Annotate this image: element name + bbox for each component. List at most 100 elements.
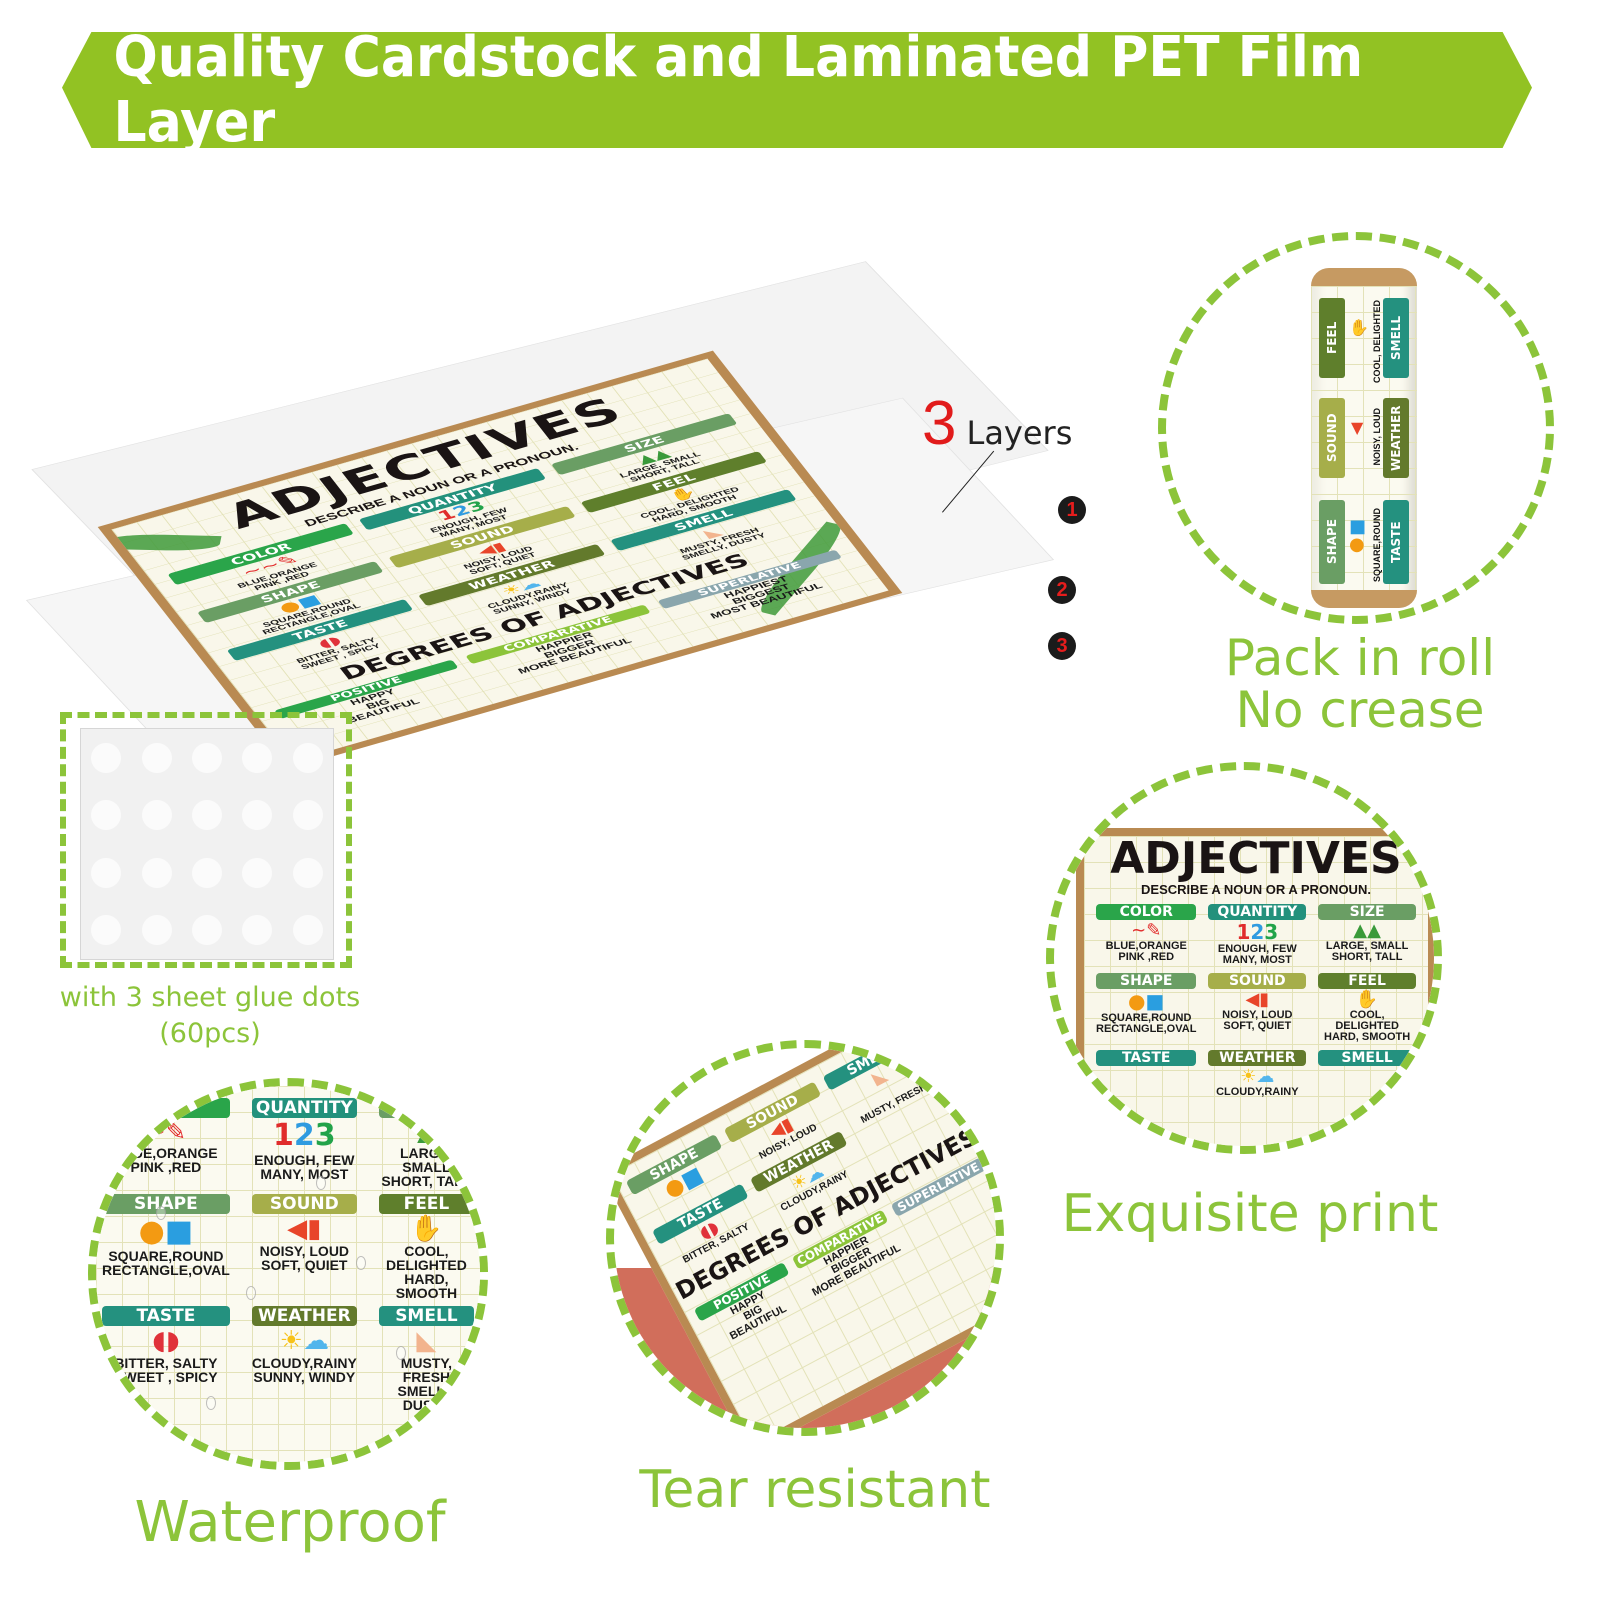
glue-dot bbox=[191, 742, 222, 773]
water-drop-icon bbox=[316, 1176, 326, 1190]
glue-dot bbox=[141, 857, 172, 888]
roll-feature-circle: FEEL SOUND SHAPE SMELL WEATHER TASTE COO… bbox=[1158, 232, 1554, 624]
trees-icon: ▲ bbox=[417, 1118, 436, 1146]
print-poster: ADJECTIVES DESCRIBE A NOUN OR A PRONOUN.… bbox=[1076, 828, 1434, 1146]
roll-tag-weather: WEATHER bbox=[1383, 398, 1409, 478]
water-drop-icon bbox=[206, 1396, 216, 1410]
megaphone-icon: ◀▮ bbox=[287, 1214, 322, 1244]
glue-caption-line2: (60pcs) bbox=[159, 1018, 261, 1049]
roll-tag-shape: SHAPE bbox=[1319, 500, 1345, 584]
glue-dot bbox=[91, 915, 122, 946]
wp-tag-sound: SOUND bbox=[251, 1194, 357, 1214]
wp-desc: ENOUGH, FEW bbox=[254, 1152, 355, 1168]
wp-desc: PINK ,RED bbox=[130, 1159, 202, 1175]
print-desc: SHORT, TALL bbox=[1331, 951, 1403, 963]
title-banner: Quality Cardstock and Laminated PET Film… bbox=[62, 32, 1532, 148]
paint-brush-icon: ~✎ bbox=[1131, 920, 1162, 941]
print-cell-taste: TASTE bbox=[1096, 1047, 1197, 1098]
glue-dot bbox=[242, 800, 273, 831]
glue-dot bbox=[141, 742, 172, 773]
roll-megaphone-icon: ▼ bbox=[1351, 418, 1364, 437]
water-drop-icon bbox=[396, 1346, 406, 1360]
roll-hand-icon: ✋ bbox=[1349, 318, 1369, 337]
wp-tag-feel: FEEL bbox=[378, 1194, 474, 1214]
waterproof-caption: Waterproof bbox=[134, 1490, 446, 1555]
layer-badge-2: 2 bbox=[1048, 576, 1076, 604]
numbers-123-icon: 123 bbox=[273, 1118, 336, 1153]
print-cell-weather: WEATHER☀☁CLOUDY,RAINY bbox=[1208, 1047, 1307, 1098]
layers-text: Layers bbox=[966, 414, 1073, 452]
water-drop-icon bbox=[246, 1286, 256, 1300]
glue-dot bbox=[292, 915, 323, 946]
layer-badge-3: 3 bbox=[1048, 632, 1076, 660]
print-desc: ENOUGH, FEW bbox=[1217, 943, 1297, 955]
roll-desc-sound: NOISY, LOUD bbox=[1372, 408, 1382, 466]
hand-icon: ✋ bbox=[1355, 989, 1379, 1010]
wp-desc: HARD, SMOOTH bbox=[395, 1271, 458, 1301]
wp-desc: RECTANGLE,OVAL bbox=[102, 1262, 230, 1278]
print-tag-color: COLOR bbox=[1096, 904, 1197, 920]
print-poster-title: ADJECTIVES bbox=[1110, 833, 1402, 884]
roll-caption-line2: No crease bbox=[1235, 681, 1485, 739]
waterproof-grid bbox=[96, 1086, 480, 1462]
wp-tag-smell: SMELL bbox=[378, 1306, 474, 1326]
glue-dot bbox=[91, 857, 122, 888]
glue-dots-sheet bbox=[80, 728, 334, 960]
rolled-poster: FEEL SOUND SHAPE SMELL WEATHER TASTE COO… bbox=[1311, 268, 1417, 608]
shapes-icon: ●■ bbox=[138, 1214, 194, 1249]
print-desc: LARGE, SMALL bbox=[1325, 940, 1409, 952]
print-desc: CLOUDY,RAINY bbox=[1216, 1086, 1299, 1098]
roll-desc-feel: COOL, DELIGHTED bbox=[1372, 300, 1382, 383]
print-poster-subtitle: DESCRIBE A NOUN OR A PRONOUN. bbox=[1141, 882, 1371, 897]
layer-badge-1: 1 bbox=[1058, 496, 1086, 524]
glue-dot bbox=[141, 915, 172, 946]
glue-dot bbox=[91, 800, 122, 831]
wp-desc: BLUE,ORANGE bbox=[114, 1145, 218, 1161]
glue-dot bbox=[242, 742, 273, 773]
roll-tag-smell: SMELL bbox=[1383, 298, 1409, 378]
weather-icon: ☀☁ bbox=[279, 1326, 329, 1356]
wp-desc: COOL, DELIGHTED bbox=[385, 1243, 467, 1273]
water-drop-icon bbox=[156, 1206, 166, 1220]
paint-brush-icon: ~✎ bbox=[145, 1118, 187, 1146]
roll-tag-sound: SOUND bbox=[1319, 398, 1345, 478]
hand-icon: ✋ bbox=[410, 1214, 443, 1244]
print-desc: RECTANGLE,OVAL bbox=[1096, 1023, 1197, 1035]
wp-desc: SQUARE,ROUND bbox=[108, 1248, 224, 1264]
print-tag-shape: SHAPE bbox=[1096, 973, 1197, 989]
wp-tag-size: SIZE bbox=[378, 1098, 474, 1118]
glue-caption: with 3 sheet glue dots (60pcs) bbox=[30, 980, 390, 1052]
print-tag-feel: FEEL bbox=[1318, 973, 1416, 989]
tear-feature-circle: SHAPE●■ SOUND◀▮NOISY, LOUD SMELL◣ TASTE◖… bbox=[606, 1040, 1004, 1436]
print-desc: COOL, DELIGHTED bbox=[1335, 1009, 1399, 1032]
print-tag-quantity: QUANTITY bbox=[1208, 904, 1307, 920]
roll-shapes-icon: ■● bbox=[1349, 516, 1367, 555]
roll-caption: Pack in roll No crease bbox=[1180, 632, 1540, 736]
print-feature-circle: ADJECTIVES DESCRIBE A NOUN OR A PRONOUN.… bbox=[1046, 762, 1442, 1154]
print-desc: MANY, MOST bbox=[1222, 954, 1292, 966]
wp-desc: SWEET , SPICY bbox=[114, 1369, 218, 1385]
wp-desc: MANY, MOST bbox=[260, 1166, 349, 1182]
wp-tag-color: COLOR bbox=[102, 1098, 230, 1118]
print-caption: Exquisite print bbox=[1061, 1184, 1439, 1244]
roll-desc-shape: SQUARE,ROUND bbox=[1372, 508, 1382, 583]
wp-desc: SUNNY, WINDY bbox=[253, 1369, 356, 1385]
print-grid bbox=[1084, 836, 1428, 1146]
print-tag-taste: TASTE bbox=[1096, 1050, 1197, 1066]
wp-tag-taste: TASTE bbox=[102, 1306, 230, 1326]
glue-dot bbox=[141, 800, 172, 831]
glue-dot bbox=[242, 915, 273, 946]
glue-dot bbox=[292, 857, 323, 888]
print-tag-smell: SMELL bbox=[1318, 1050, 1416, 1066]
glue-dot bbox=[91, 742, 122, 773]
